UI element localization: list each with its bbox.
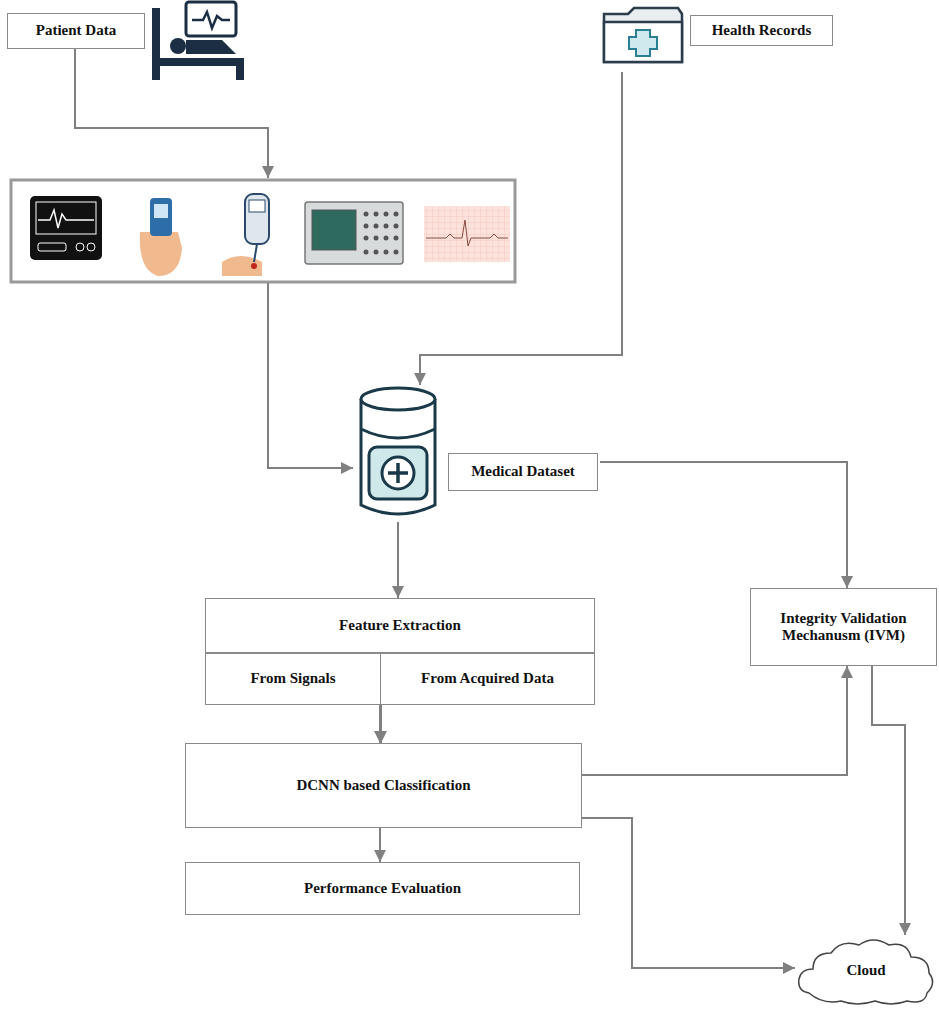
text-label-box: Health Records (690, 15, 833, 46)
process-box: Performance Evaluation (185, 862, 580, 915)
flow-arrow (397, 522, 399, 598)
node-text: DCNN based Classification (296, 777, 470, 794)
node-text: From Signals (250, 670, 335, 687)
node-text: Integrity Validation Mechanusm (IVM) (757, 610, 930, 645)
folder-icon (598, 0, 690, 70)
flow-arrow (380, 705, 382, 743)
flow-arrow (600, 462, 847, 588)
flow-arrow (420, 72, 622, 385)
node-text: Medical Dataset (471, 463, 575, 480)
db-icon (355, 385, 441, 522)
process-box: Feature Extraction (205, 598, 595, 653)
validation-box: Integrity Validation Mechanusm (IVM) (750, 588, 937, 666)
node-text: Performance Evaluation (304, 880, 461, 897)
node-text: Health Records (712, 22, 812, 39)
sub-process-box: From Acquired Data (380, 653, 595, 705)
text-label-box: Medical Dataset (448, 453, 598, 491)
node-text: Cloud (846, 962, 885, 979)
sub-process-box: From Signals (205, 653, 381, 705)
node-text: Feature Extraction (339, 617, 461, 634)
node-text: Patient Data (36, 22, 116, 39)
flow-arrow (582, 666, 847, 775)
cloud-node: Cloud (795, 935, 937, 1007)
data-wire (268, 283, 353, 468)
node-text: From Acquired Data (421, 670, 554, 687)
flow-arrow (379, 705, 381, 743)
process-box: DCNN based Classification (185, 743, 582, 828)
flow-arrow (872, 666, 905, 935)
flow-arrow (582, 818, 795, 968)
data-wire (75, 48, 268, 178)
input-box: Patient Data (7, 13, 145, 49)
dataset-node: Medical Dataset (355, 385, 600, 522)
flow-arrow (379, 828, 381, 862)
sensor-panel (11, 180, 515, 282)
records-node: Health Records (598, 0, 835, 72)
patient-bed-icon (152, 2, 244, 80)
